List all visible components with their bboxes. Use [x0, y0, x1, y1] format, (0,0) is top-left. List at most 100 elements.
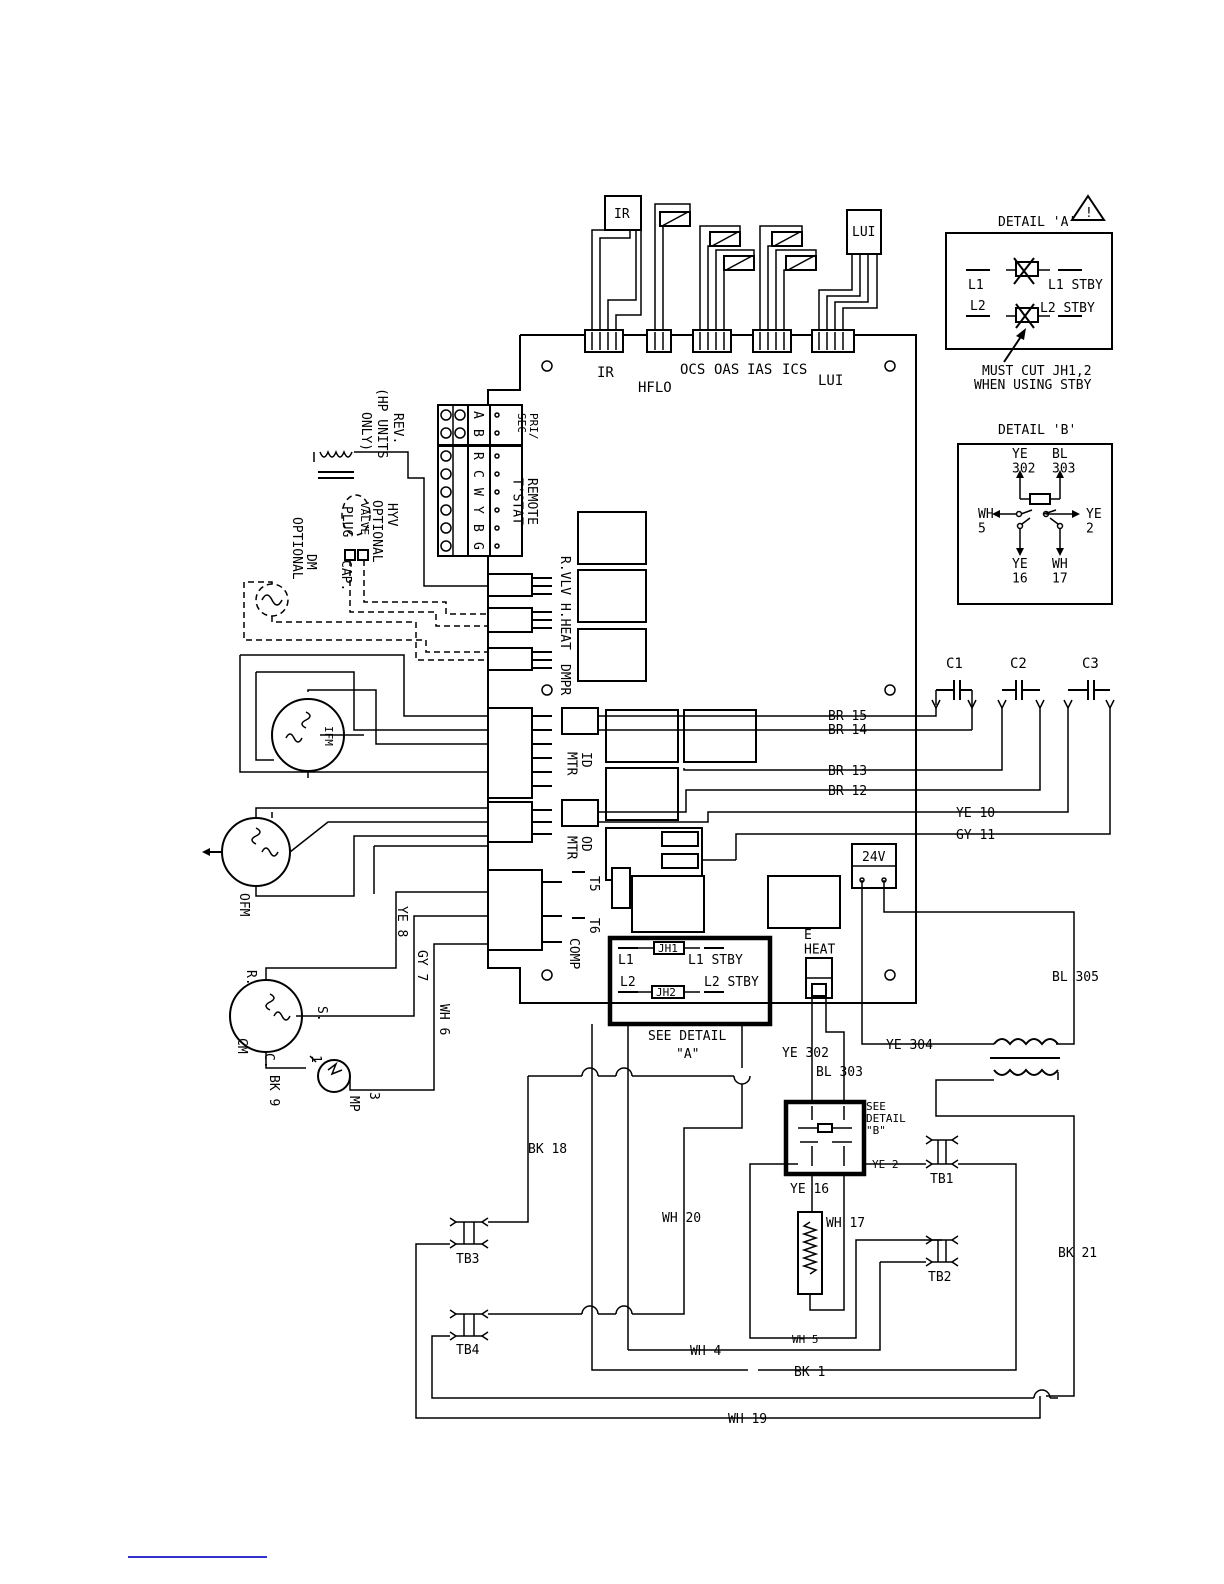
transformer-section: 24V BL 305 YE 304 BK 21	[851, 843, 1099, 1397]
tb2-label: TB2	[928, 1270, 951, 1285]
optional-dm-label: OPTIONAL	[289, 517, 304, 580]
compressor-section: YE 8 GY 7 WH 6 BK 9 CM MP R. S. C. 1 3	[229, 891, 488, 1112]
header-label-ocs: OCS	[680, 362, 705, 378]
wire-bk18-label: BK 18	[528, 1142, 567, 1157]
cm-label: CM	[234, 1038, 249, 1054]
indoor-fan-motor: IFM	[239, 654, 488, 778]
detail-a-l2stby: L2 STBY	[1040, 301, 1095, 316]
plug-label: PLUG	[339, 506, 354, 537]
header-label-ics: ICS	[782, 362, 807, 378]
compressor-r-label: R.	[243, 970, 258, 986]
standby-l2stby-label: L2 STBY	[704, 975, 759, 990]
capacitor-wires: BR 15 BR 14 BR 13 BR 12 YE 10 GY 11	[598, 708, 1111, 861]
terminal-c-label: C	[470, 470, 485, 478]
wire-wh5-label: WH 5	[792, 1333, 819, 1346]
wire-br15-label: BR 15	[828, 709, 867, 724]
wire-br14-label: BR 14	[828, 723, 867, 738]
terminal-w-label: W	[470, 488, 485, 496]
see-detail-a-label: SEE DETAIL	[648, 1029, 726, 1044]
terminal-a-label: A	[470, 411, 485, 419]
detail-a-l1stby: L1 STBY	[1048, 278, 1103, 293]
wire-br12-label: BR 12	[828, 784, 867, 799]
remote-tstat-label: REMOTET'STAT	[510, 478, 539, 525]
gy7-label: GY 7	[414, 950, 429, 981]
od-mtr-label: ODMTR	[564, 836, 593, 860]
detail-a-panel: DETAIL 'A' ! L1 L1 STBY L2 L2 STBY MUST …	[945, 194, 1113, 393]
detail-a-title: DETAIL 'A'	[998, 215, 1076, 230]
pri-sec-label: PRI/SEC	[515, 413, 540, 440]
wire-bl303-label: BL 303	[816, 1065, 863, 1080]
terminal-b-label: B	[470, 429, 485, 437]
header-label-lui: LUI	[818, 373, 843, 389]
wire-ye10-label: YE 10	[956, 806, 995, 821]
heater-element: WH 5	[749, 1163, 942, 1346]
left-connectors	[487, 573, 599, 951]
wire-wh19-label: WH 19	[728, 1412, 767, 1427]
only-label: ONLY)	[358, 412, 373, 451]
standby-jumper-box: L1 JH1 L1 STBY L2 JH2 L2 STBY SEE DETAIL…	[607, 935, 773, 1062]
dmpr-label: DMPR	[557, 664, 572, 695]
t5-label: T5	[586, 876, 601, 892]
rev-label: REV.	[390, 413, 405, 444]
detail-b-title: DETAIL 'B'	[998, 423, 1076, 438]
wire-wh20-label: WH 20	[662, 1211, 701, 1226]
terminal-r-label: R	[470, 452, 485, 460]
wire-wh4-label: WH 4	[690, 1344, 721, 1359]
mp-terminal-3-label: 3	[366, 1092, 381, 1100]
control-board	[487, 334, 917, 1004]
bk9-label: BK 9	[266, 1075, 281, 1106]
wire-br13-label: BR 13	[828, 764, 867, 779]
r-vlv-label: R.VLV	[557, 556, 572, 595]
valve-label: VALVE	[358, 502, 371, 535]
capacitor-c2-label: C2	[1010, 656, 1027, 672]
ye8-label: YE 8	[394, 906, 409, 937]
terminal-g-label: G	[470, 542, 485, 550]
standby-l1stby-label: L1 STBY	[688, 953, 743, 968]
optional-hyv-label: OPTIONAL	[369, 500, 384, 563]
compressor-c-label: C.	[261, 1053, 276, 1069]
terminal-blocks: TB1 TB2 TB3 TB4	[415, 1076, 1041, 1419]
wire-ye16-label: YE 16	[790, 1182, 829, 1197]
capacitor-c3-label: C3	[1082, 656, 1099, 672]
see-detail-b-see: SEE	[866, 1100, 886, 1113]
capacitors: C1 C2 C3	[931, 656, 1115, 730]
header-label-oas: OAS	[714, 362, 739, 378]
hp-units-label: (HP UNITS	[374, 388, 389, 458]
t6-label: T6	[586, 918, 601, 934]
thermostat-terminal-block: A B R C W Y B G PRI/SEC REMOTET'STAT	[437, 404, 540, 557]
ir-sensor-label: IR	[614, 207, 630, 222]
wire-gy11-label: GY 11	[956, 828, 995, 843]
power-wiring: BK 18 WH 20 WH 4 BK 1 WH 19	[528, 1024, 1058, 1427]
terminal-y-label: Y	[470, 506, 485, 514]
top-connectors: IR LUI IR HFLO OCS OAS IAS ICS LUI	[584, 195, 882, 396]
warning-icon-glyph: !	[1085, 206, 1093, 221]
detail-a-l1: L1	[968, 278, 984, 293]
mp-label: MP	[346, 1096, 361, 1112]
see-detail-b-detail: DETAIL	[866, 1112, 906, 1125]
dm-label: DM	[303, 554, 318, 570]
wire-ye304-label: YE 304	[886, 1038, 933, 1053]
reversing-valve-section: REV. (HP UNITS ONLY) HYV OPTIONAL VALVE …	[243, 388, 488, 661]
detail-a-note-1: MUST CUT JH1,2	[982, 364, 1092, 379]
comp-label: COMP	[566, 938, 581, 969]
header-label-ir: IR	[597, 365, 614, 381]
tb3-label: TB3	[456, 1252, 479, 1267]
compressor-s-label: S.	[314, 1006, 329, 1022]
header-label-hflo: HFLO	[638, 380, 672, 396]
hyv-label: HYV	[384, 503, 399, 527]
lui-sensor-label: LUI	[852, 225, 875, 240]
h-heat-label: H.HEAT	[557, 603, 572, 650]
standby-l2-label: L2	[620, 975, 636, 990]
warning-icon	[1070, 194, 1106, 221]
tb1-label: TB1	[930, 1172, 953, 1187]
